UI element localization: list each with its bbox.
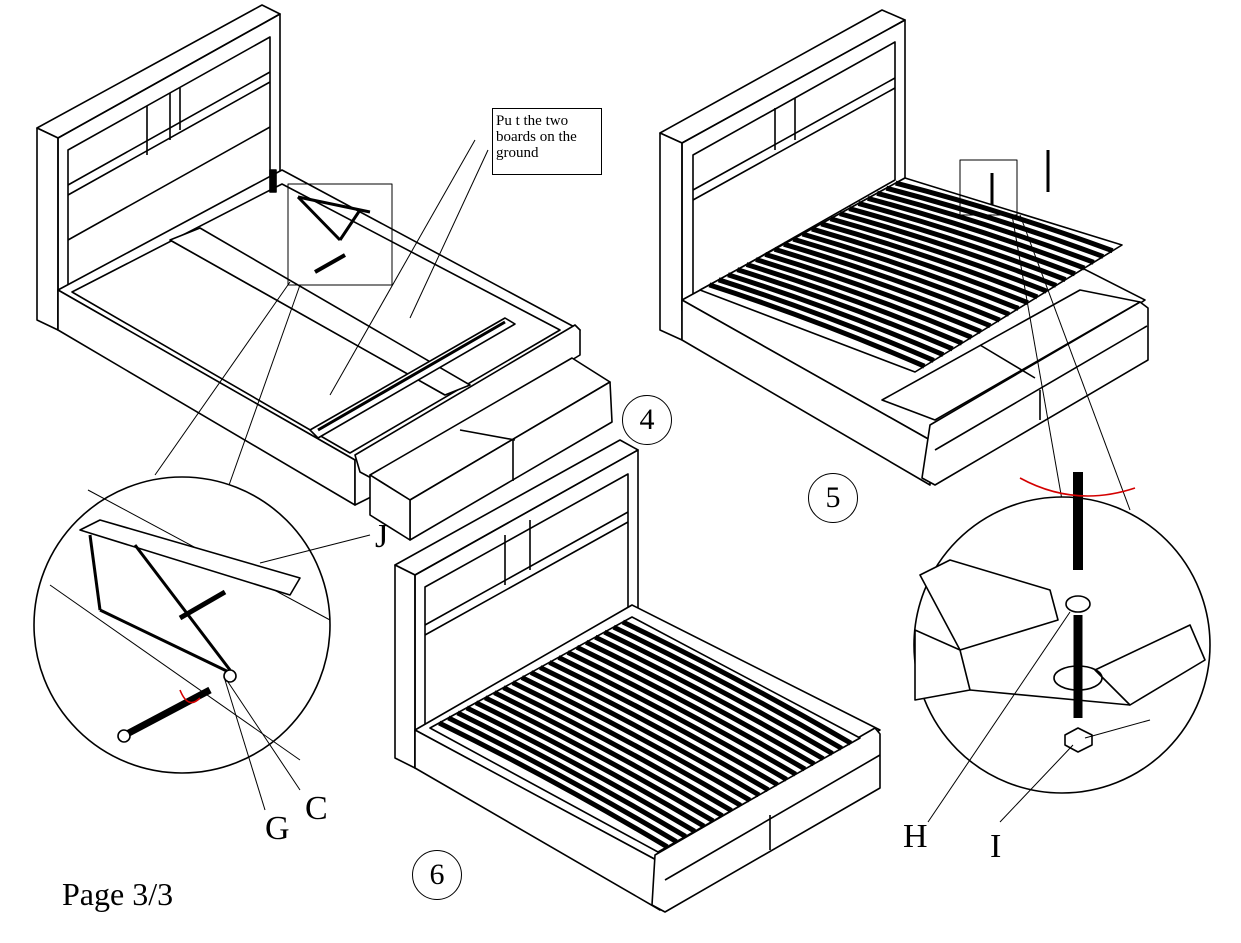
bed-slat bbox=[493, 690, 724, 818]
bed-slat bbox=[801, 231, 1020, 311]
bed-slat bbox=[511, 680, 742, 808]
bed-slat bbox=[447, 715, 678, 844]
bed-slat bbox=[612, 624, 843, 751]
bed-slat bbox=[708, 282, 926, 369]
bed-slat bbox=[539, 665, 770, 792]
bed-slat bbox=[848, 206, 1067, 282]
bed-slat bbox=[885, 185, 1105, 259]
part-label-j: J bbox=[375, 518, 389, 555]
bed-slat bbox=[876, 190, 1095, 265]
step-5-bed-frame bbox=[659, 9, 1149, 511]
step-6-bed-frame bbox=[394, 439, 881, 913]
bed-slat bbox=[717, 277, 935, 363]
bed-slat bbox=[792, 236, 1011, 317]
bed-slat bbox=[764, 251, 982, 334]
part-label-h: H bbox=[903, 818, 928, 855]
step-number-4: 4 bbox=[622, 395, 672, 445]
bed-slat bbox=[465, 705, 697, 834]
bed-slat bbox=[502, 685, 733, 813]
bed-slat bbox=[585, 639, 816, 767]
bed-slat bbox=[603, 629, 834, 756]
bed-slat bbox=[820, 221, 1039, 300]
part-label-g: G bbox=[265, 810, 290, 847]
bed-slat bbox=[755, 257, 973, 340]
bed-slat bbox=[839, 211, 1058, 288]
bed-slat bbox=[895, 180, 1114, 254]
instruction-note: Pu t the two boards on the ground bbox=[492, 108, 602, 175]
bed-slat bbox=[736, 267, 954, 352]
bed-slat bbox=[529, 670, 761, 798]
bed-slat bbox=[566, 650, 797, 777]
bed-slat bbox=[811, 226, 1029, 306]
bed-slat bbox=[456, 710, 687, 839]
page-number: Page 3/3 bbox=[62, 876, 174, 912]
bed-slat bbox=[557, 655, 788, 782]
step-number-6: 6 bbox=[412, 850, 462, 900]
bed-slat bbox=[783, 241, 1001, 323]
bed-slat bbox=[548, 660, 779, 787]
step-4-bed-frame bbox=[36, 4, 613, 541]
bed-slat bbox=[745, 262, 964, 346]
part-label-c: C bbox=[305, 790, 328, 827]
lift-arm-detail-callout bbox=[33, 476, 371, 811]
bed-slat bbox=[727, 272, 945, 357]
bed-slat bbox=[621, 619, 853, 746]
bed-slat bbox=[773, 246, 992, 329]
step-number-5: 5 bbox=[808, 473, 858, 523]
bed-slat bbox=[438, 720, 669, 849]
part-label-i: I bbox=[990, 828, 1002, 865]
bed-slat bbox=[857, 201, 1076, 277]
bed-slat bbox=[829, 216, 1048, 294]
bed-slat bbox=[483, 695, 715, 824]
bed-slat bbox=[474, 700, 706, 829]
bed-slat bbox=[520, 675, 752, 803]
bed-slat bbox=[575, 645, 807, 772]
bed-slat bbox=[594, 634, 825, 761]
bed-slat bbox=[867, 195, 1086, 271]
bolt-detail-callout bbox=[913, 472, 1211, 823]
